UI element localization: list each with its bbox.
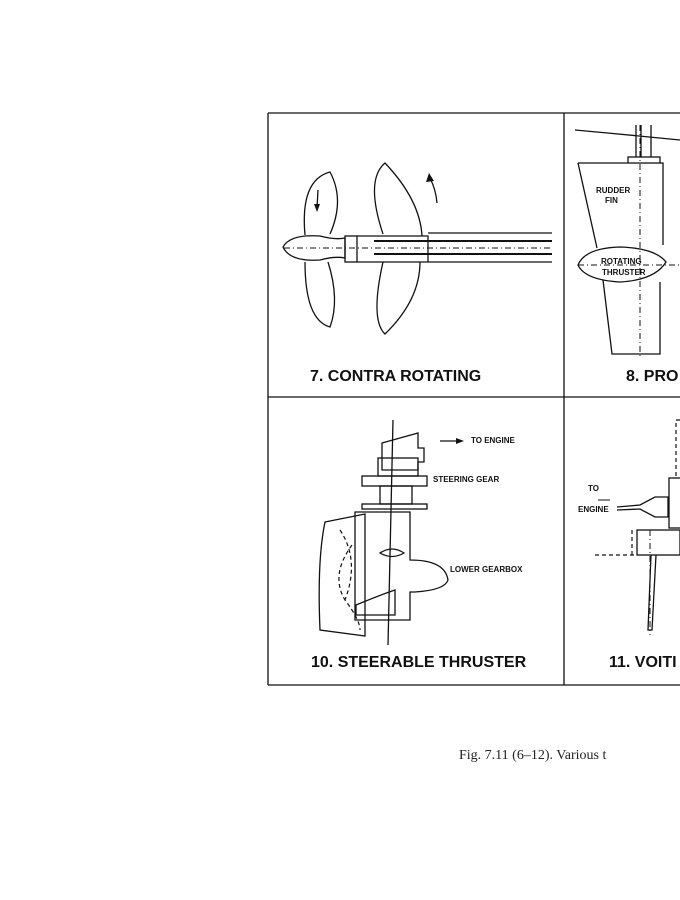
rudder-fin-label-2: FIN [605,196,618,205]
to-label: TO [588,484,599,493]
rotation-arrow-up-icon [429,177,438,204]
figure-caption: Fig. 7.11 (6–12). Various t [459,748,607,763]
panel-7-title: 7. CONTRA ROTATING [310,368,481,385]
panel-11-title: 11. VOITI [609,654,677,671]
panel-10-title: 10. STEERABLE THRUSTER [311,654,527,671]
voith-schneider-drawing [595,419,680,635]
steering-gear-label: STEERING GEAR [433,475,499,484]
propeller-rudder-drawing [574,125,680,358]
rudder-fin-label-1: RUDDER [596,186,630,195]
to-engine-label: TO ENGINE [471,436,516,445]
steerable-thruster-drawing [318,419,464,646]
lower-gearbox-label: LOWER GEARBOX [450,565,523,574]
contra-rotating-propeller-drawing [282,162,552,335]
rotating-thruster-label-2: THRUSTER [602,268,646,277]
panel-8-title: 8. PRO [626,368,678,385]
engine-label: ENGINE [578,505,609,514]
panel-frame [267,112,680,686]
rotating-thruster-label-1: ROTATING [601,257,642,266]
